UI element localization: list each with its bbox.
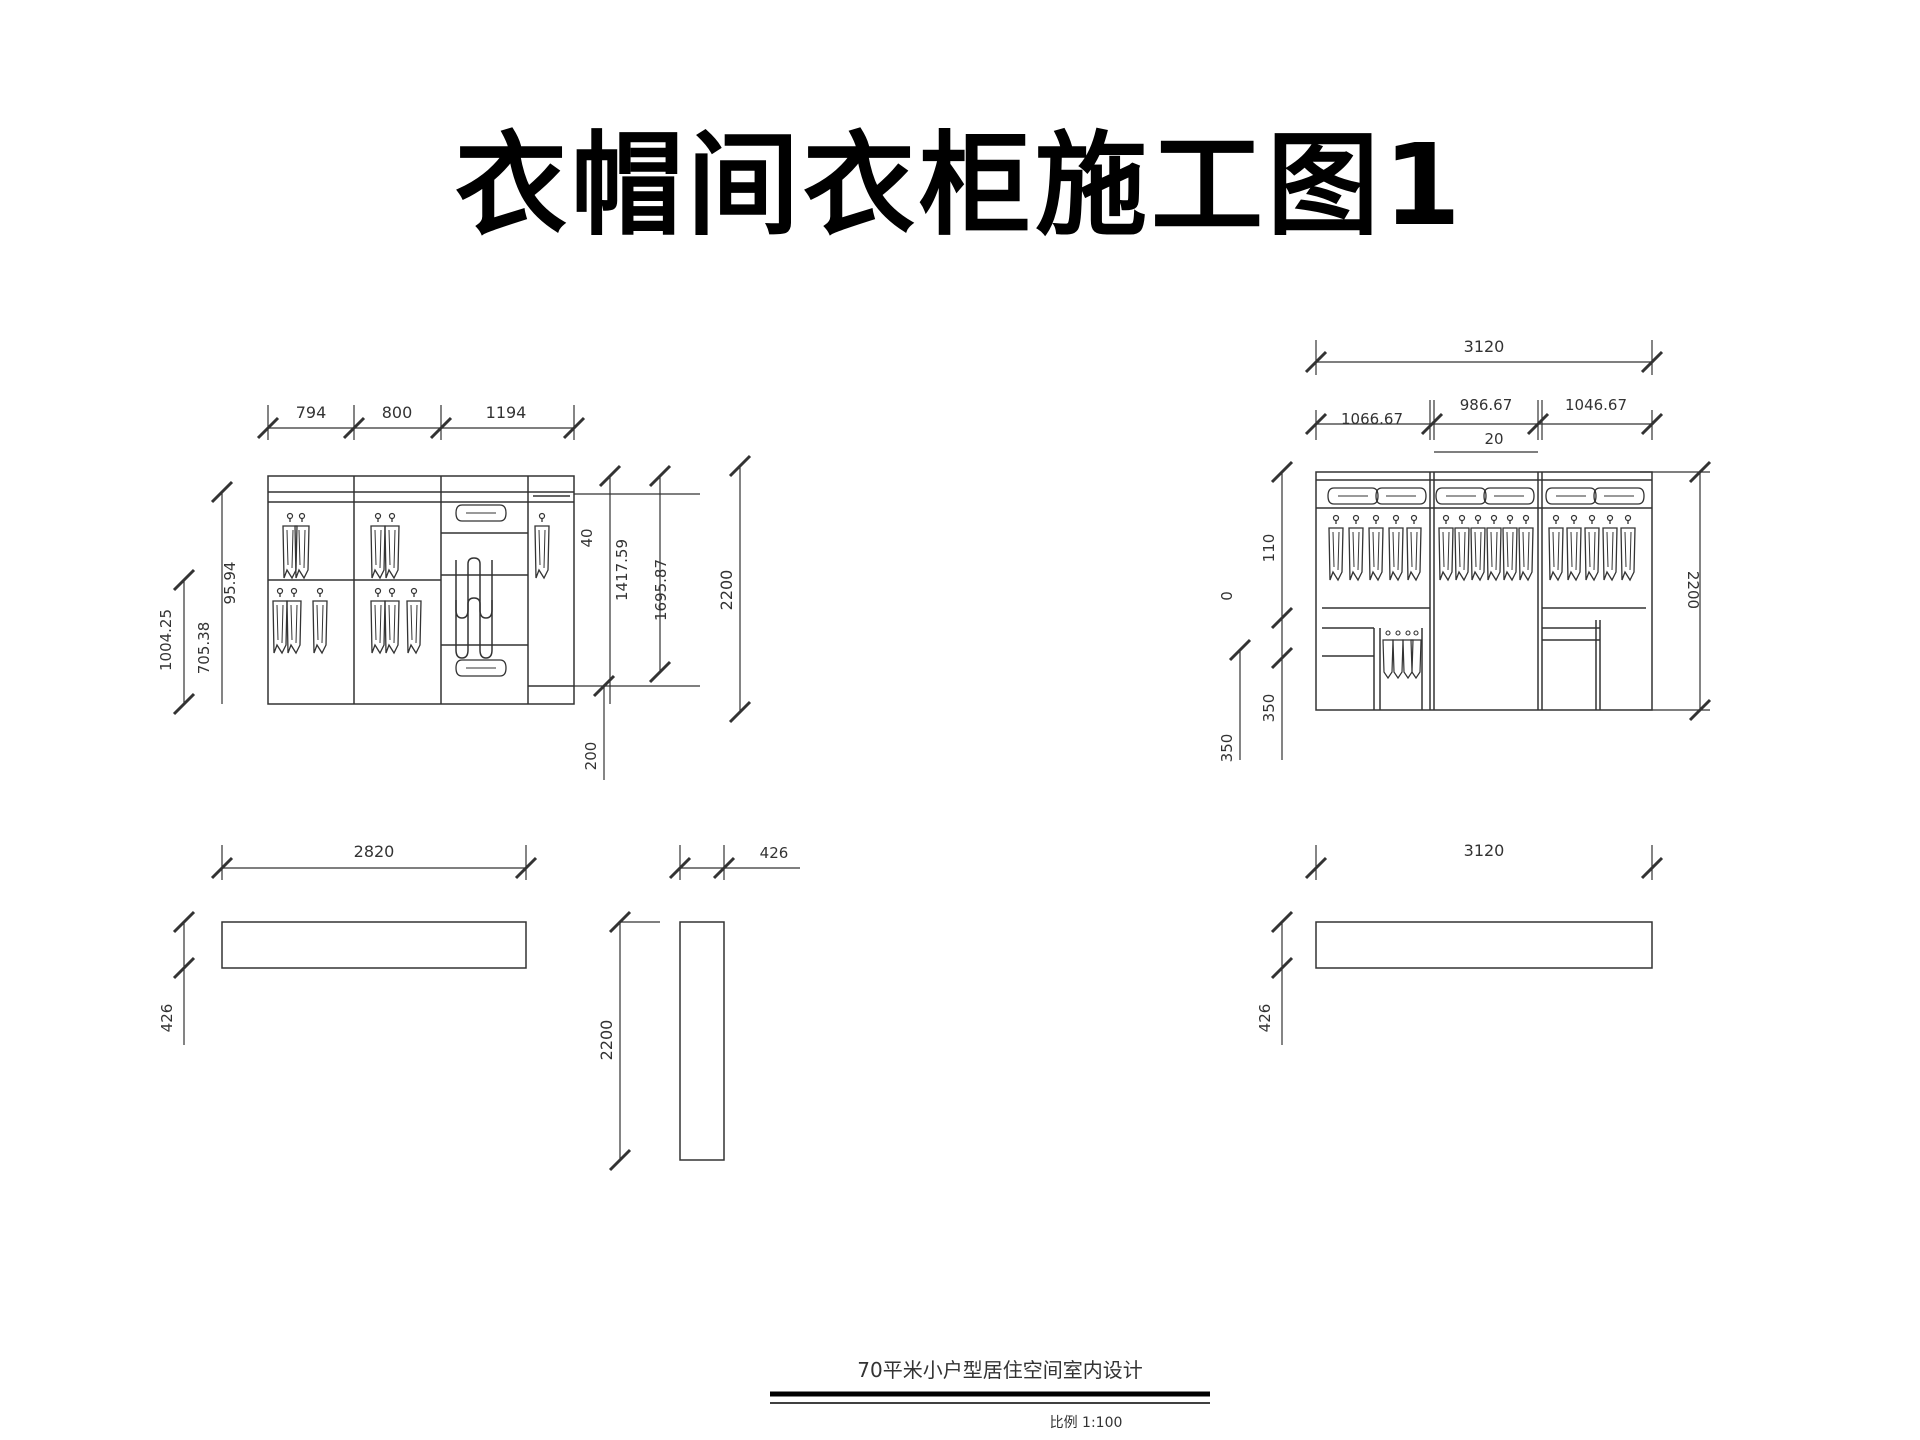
- left-elevation-dimensions: [172, 405, 752, 780]
- dim-800: 800: [382, 403, 413, 422]
- dim-1004: 1004.25: [157, 609, 175, 671]
- right-plan-dimensions: [1270, 845, 1664, 1045]
- right-elevation-shelf-folds: [1327, 487, 1645, 505]
- dim-426-right: 426: [1256, 1004, 1274, 1033]
- scale-label: 比例 1:100: [1050, 1415, 1123, 1431]
- dim-1046: 1046.67: [1565, 396, 1627, 414]
- page-title: 衣帽间衣柜施工图1: [455, 121, 1465, 251]
- dim-40: 40: [578, 528, 596, 547]
- dim-3120-bottom: 3120: [1464, 841, 1505, 860]
- dim-1695: 1695.87: [652, 559, 670, 621]
- dim-350-b: 350: [1218, 734, 1236, 763]
- left-elevation-garments: [272, 504, 550, 677]
- dim-110: 110: [1260, 534, 1278, 563]
- side-view-dimensions: [608, 845, 800, 1172]
- dim-200: 200: [582, 742, 600, 771]
- dim-0: 0: [1218, 591, 1236, 601]
- dim-3120-top: 3120: [1464, 337, 1505, 356]
- dim-350-a: 350: [1260, 694, 1278, 723]
- right-plan: [1315, 921, 1653, 969]
- right-elevation: [1315, 471, 1653, 711]
- dim-2820: 2820: [354, 842, 395, 861]
- dim-1066: 1066.67: [1341, 410, 1403, 428]
- dim-426-side: 426: [760, 844, 789, 862]
- side-view: [679, 921, 725, 1161]
- dim-794: 794: [296, 403, 327, 422]
- dim-1417: 1417.59: [613, 539, 631, 601]
- dim-705: 705.38: [195, 622, 213, 675]
- dim-1194: 1194: [486, 403, 527, 422]
- right-elevation-dim-text: 3120 1066.67 986.67 1046.67 20 110 0 350…: [1218, 337, 1702, 762]
- left-elevation: [267, 475, 575, 705]
- left-plan: [221, 921, 527, 969]
- dim-95: 95.94: [221, 562, 239, 605]
- project-name: 70平米小户型居住空间室内设计: [857, 1358, 1142, 1382]
- dim-2200: 2200: [717, 570, 736, 611]
- title-block: 70平米小户型居住空间室内设计 比例 1:100: [770, 1358, 1210, 1431]
- right-elevation-garments: [1328, 514, 1636, 679]
- dim-2200-right: 2200: [1684, 571, 1702, 609]
- left-plan-dimensions: [172, 845, 538, 1045]
- dim-986: 986.67: [1460, 396, 1513, 414]
- dim-2200-side: 2200: [597, 1020, 616, 1061]
- left-elevation-dim-text: 794 800 1194 1004.25 705.38 95.94 40 141…: [157, 403, 736, 770]
- dim-426-left: 426: [158, 1004, 176, 1033]
- right-elevation-dimensions: [1228, 340, 1712, 760]
- dim-20: 20: [1484, 430, 1503, 448]
